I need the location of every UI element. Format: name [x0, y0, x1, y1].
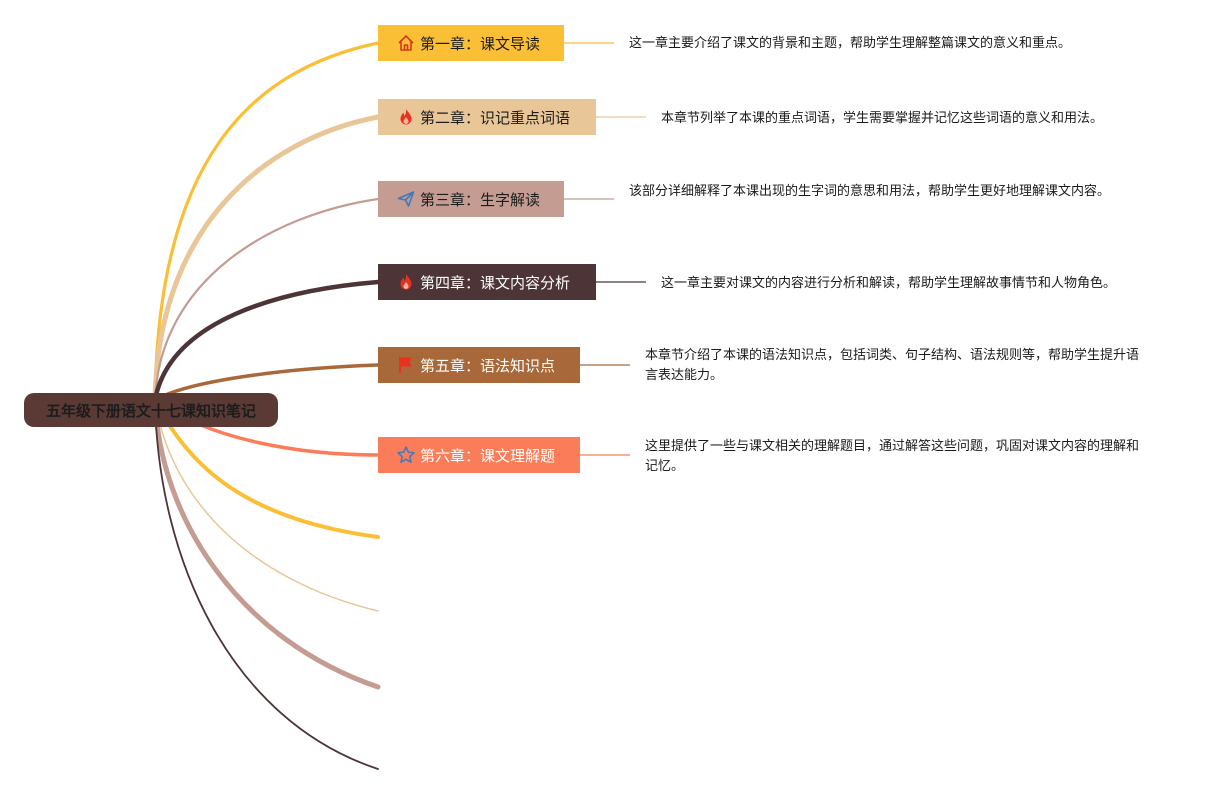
chapter-1-description: 这一章主要介绍了课文的背景和主题，帮助学生理解整篇课文的意义和重点。 [629, 36, 1072, 51]
fire-icon [396, 107, 416, 127]
chapter-3-label: 第三章：生字解读 [420, 190, 541, 209]
branch-connector-3 [153, 197, 380, 402]
chapter-4-topic[interactable]: 第四章：课文内容分析 [378, 264, 596, 300]
chapter-4-label: 第四章：课文内容分析 [420, 273, 571, 292]
branch-connector-4 [152, 279, 381, 403]
empty-branch-3 [152, 397, 381, 690]
chapter-5-topic[interactable]: 第五章：语法知识点 [378, 347, 580, 383]
chapter-5-description: 本章节介绍了本课的语法知识点，包括词类、句子结构、语法规则等，帮助学生提升语言表… [645, 348, 1140, 383]
branch-connector-5 [153, 363, 380, 402]
root-title: 五年级下册语文十七课知识笔记 [45, 401, 256, 420]
root-topic[interactable]: 五年级下册语文十七课知识笔记 [24, 393, 278, 427]
chapter-6-topic[interactable]: 第六章：课文理解题 [378, 437, 580, 473]
chapter-3-topic[interactable]: 第三章：生字解读 [378, 181, 564, 217]
chapter-5-label: 第五章：语法知识点 [420, 356, 556, 375]
chapter-2-description: 本章节列举了本课的重点词语，学生需要掌握并记忆这些词语的意义和用法。 [661, 111, 1104, 126]
star-icon [396, 445, 416, 465]
empty-branch-4 [154, 399, 379, 770]
chapter-2-topic[interactable]: 第二章：识记重点词语 [378, 99, 596, 135]
chapter-6-description: 这里提供了一些与课文相关的理解题目，通过解答这些问题，巩固对课文内容的理解和记忆… [645, 439, 1140, 474]
chapter-3-description: 该部分详细解释了本课出现的生字词的意思和用法，帮助学生更好地理解课文内容。 [629, 184, 1111, 199]
home-icon [396, 33, 416, 53]
chapter-1-label: 第一章：课文导读 [420, 34, 541, 53]
empty-branch-2 [154, 399, 379, 612]
chapter-1-topic[interactable]: 第一章：课文导读 [378, 25, 564, 61]
chapter-4-description: 这一章主要对课文的内容进行分析和解读，帮助学生理解故事情节和人物角色。 [661, 276, 1117, 291]
chapter-6-label: 第六章：课文理解题 [420, 446, 556, 465]
branch-connector-1 [153, 41, 380, 402]
chapter-2-label: 第二章：识记重点词语 [420, 108, 571, 127]
send-icon [396, 189, 416, 209]
flag-icon [396, 355, 416, 375]
fire-icon [396, 272, 416, 292]
branch-connector-2 [152, 114, 381, 403]
